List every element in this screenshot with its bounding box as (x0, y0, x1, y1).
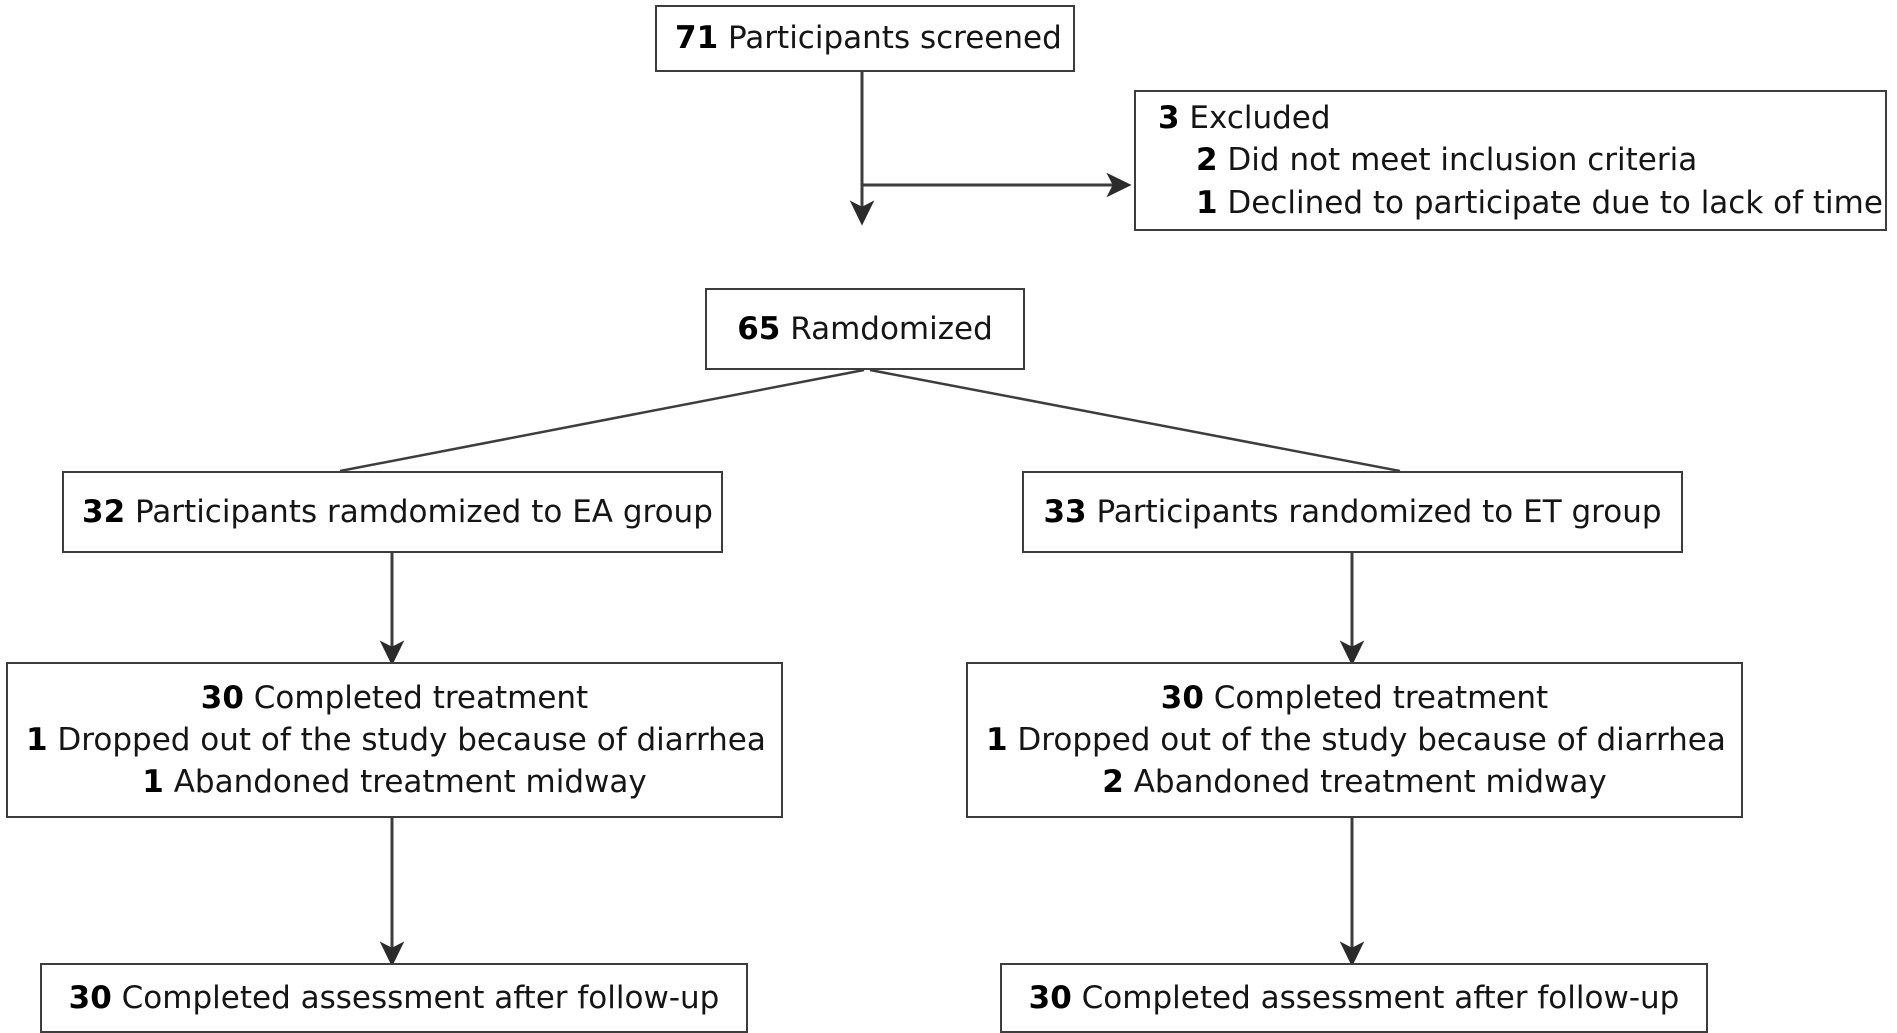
et-followup-line-1: 30 Completed assessment after follow-up (1002, 977, 1706, 1019)
screened-label: Participants screened (718, 20, 1062, 57)
et-dropout-label: Dropped out of the study because of diar… (1007, 721, 1726, 758)
et-completed-label: Completed treatment (1203, 679, 1549, 716)
ea-followup-label: Completed assessment after follow-up (111, 979, 720, 1016)
et-allocation-label: Participants randomized to ET group (1086, 493, 1662, 530)
connector-randomized-to-et (869, 368, 1401, 473)
randomized-line-1: 65 Ramdomized (707, 308, 1023, 350)
screened-count: 71 (675, 20, 719, 57)
randomized-label: Ramdomized (780, 310, 993, 347)
ea-abandoned-count: 1 (142, 764, 164, 801)
et-allocation-count: 33 (1043, 493, 1087, 530)
excluded-reason-2-label: Declined to participate due to lack of t… (1217, 184, 1883, 221)
randomized-count: 65 (737, 310, 781, 347)
excluded-reason-1-label: Did not meet inclusion criteria (1217, 142, 1698, 179)
ea-dropout-label: Dropped out of the study because of diar… (47, 721, 766, 758)
et-allocation-box: 33 Participants randomized to ET group (1022, 471, 1683, 553)
ea-followup-count: 30 (68, 979, 112, 1016)
ea-completed-count: 30 (200, 679, 244, 716)
ea-abandoned-label: Abandoned treatment midway (163, 764, 647, 801)
ea-allocation-count: 32 (82, 493, 126, 530)
ea-followup-line-1: 30 Completed assessment after follow-up (42, 977, 746, 1019)
et-abandoned-count: 2 (1102, 764, 1124, 801)
et-followup-box: 30 Completed assessment after follow-up (1000, 963, 1708, 1033)
et-followup-label: Completed assessment after follow-up (1071, 979, 1680, 1016)
et-completed-count: 30 (1160, 679, 1204, 716)
randomized-box: 65 Ramdomized (705, 288, 1025, 370)
ea-followup-box: 30 Completed assessment after follow-up (40, 963, 748, 1033)
ea-treatment-box: 30 Completed treatment 1 Dropped out of … (6, 662, 783, 818)
connector-randomized-to-ea (339, 368, 865, 473)
excluded-count: 3 (1158, 100, 1180, 137)
excluded-line-3: 1 Declined to participate due to lack of… (1158, 182, 1885, 224)
et-treatment-box: 30 Completed treatment 1 Dropped out of … (966, 662, 1743, 818)
excluded-box: 3 Excluded 2 Did not meet inclusion crit… (1134, 90, 1887, 231)
et-abandoned-label: Abandoned treatment midway (1123, 764, 1607, 801)
excluded-label: Excluded (1179, 100, 1331, 137)
excluded-line-1: 3 Excluded (1158, 97, 1885, 139)
et-allocation-line-1: 33 Participants randomized to ET group (1024, 491, 1681, 533)
ea-allocation-box: 32 Participants ramdomized to EA group (62, 471, 723, 553)
ea-treatment-line-2: 1 Dropped out of the study because of di… (8, 719, 781, 761)
ea-dropout-count: 1 (26, 721, 48, 758)
excluded-reason-1-count: 2 (1196, 142, 1218, 179)
excluded-line-2: 2 Did not meet inclusion criteria (1158, 139, 1885, 181)
et-followup-count: 30 (1028, 979, 1072, 1016)
excluded-reason-2-count: 1 (1196, 184, 1218, 221)
ea-completed-label: Completed treatment (243, 679, 589, 716)
et-treatment-line-2: 1 Dropped out of the study because of di… (968, 719, 1741, 761)
screened-box: 71 Participants screened (655, 5, 1075, 72)
et-treatment-line-1: 30 Completed treatment (968, 677, 1741, 719)
et-dropout-count: 1 (986, 721, 1008, 758)
et-treatment-line-3: 2 Abandoned treatment midway (968, 761, 1741, 803)
ea-treatment-line-3: 1 Abandoned treatment midway (8, 761, 781, 803)
screened-line-1: 71 Participants screened (657, 17, 1073, 59)
ea-allocation-line-1: 32 Participants ramdomized to EA group (64, 491, 721, 533)
ea-allocation-label: Participants ramdomized to EA group (125, 493, 713, 530)
ea-treatment-line-1: 30 Completed treatment (8, 677, 781, 719)
